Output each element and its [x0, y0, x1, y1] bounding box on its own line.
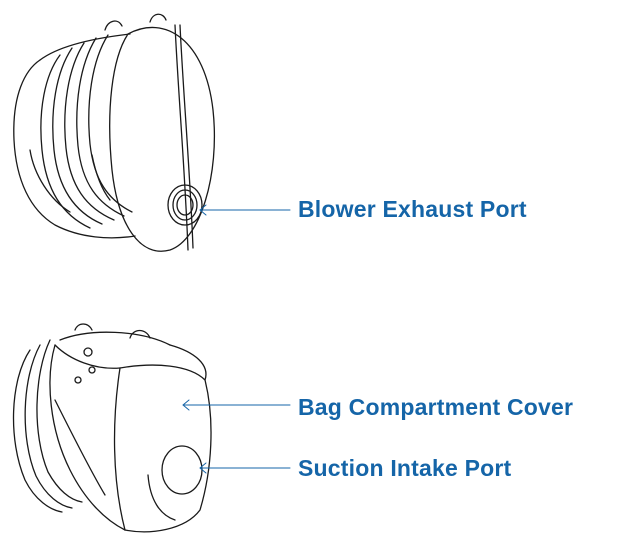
label-suction-intake-port: Suction Intake Port: [298, 455, 512, 481]
leader-lines: [182, 204, 291, 474]
arrow-bag-cover: [182, 399, 190, 411]
arrow-blower-exhaust: [199, 204, 207, 216]
top-unit-illustration: [13, 13, 216, 252]
label-blower-exhaust-port: Blower Exhaust Port: [298, 196, 527, 222]
label-bag-compartment-cover: Bag Compartment Cover: [298, 394, 574, 420]
bottom-unit-illustration: [12, 323, 212, 533]
arrow-suction-intake: [199, 462, 207, 474]
